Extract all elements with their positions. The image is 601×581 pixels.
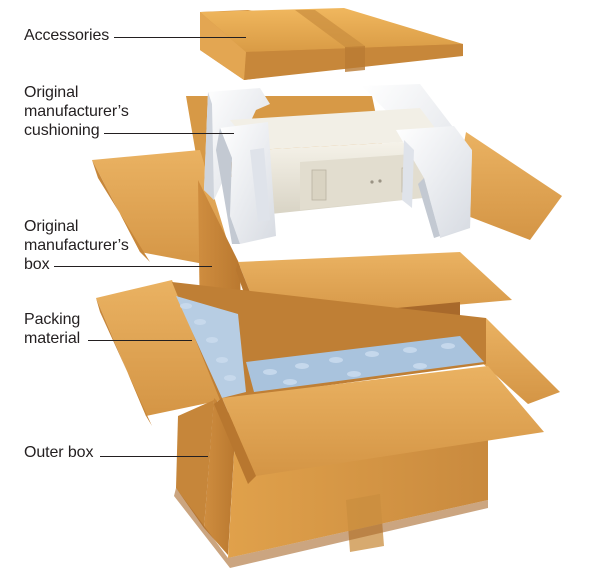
- leader-packing-material: [88, 340, 192, 341]
- outer-box: [96, 280, 560, 568]
- label-accessories-line-1: Accessories: [24, 27, 110, 44]
- label-packing-line-2: material: [24, 330, 81, 347]
- label-packing-line-1: Packing: [24, 311, 81, 328]
- label-accessories: Accessories: [24, 26, 109, 45]
- label-manufacturer-box: Original manufacturer’s box: [24, 217, 129, 274]
- label-outer-box: Outer box: [24, 443, 93, 462]
- label-mfr-box-line-3: box: [24, 256, 50, 273]
- leader-cushioning: [104, 133, 234, 134]
- label-outer-box-line-1: Outer box: [24, 444, 94, 461]
- leader-outer-box: [100, 456, 208, 457]
- label-mfr-box-line-2: manufacturer’s: [24, 237, 129, 254]
- label-cushioning-line-1: Original: [24, 84, 79, 101]
- cushioning: [204, 84, 472, 244]
- label-cushioning-line-2: manufacturer’s: [24, 103, 129, 120]
- leader-manufacturer-box: [54, 266, 212, 267]
- label-packing-material: Packing material: [24, 310, 80, 348]
- leader-accessories: [114, 37, 246, 38]
- label-cushioning-line-3: cushioning: [24, 122, 100, 139]
- label-cushioning: Original manufacturer’s cushioning: [24, 83, 129, 140]
- accessories-box: [200, 8, 463, 80]
- label-mfr-box-line-1: Original: [24, 218, 79, 235]
